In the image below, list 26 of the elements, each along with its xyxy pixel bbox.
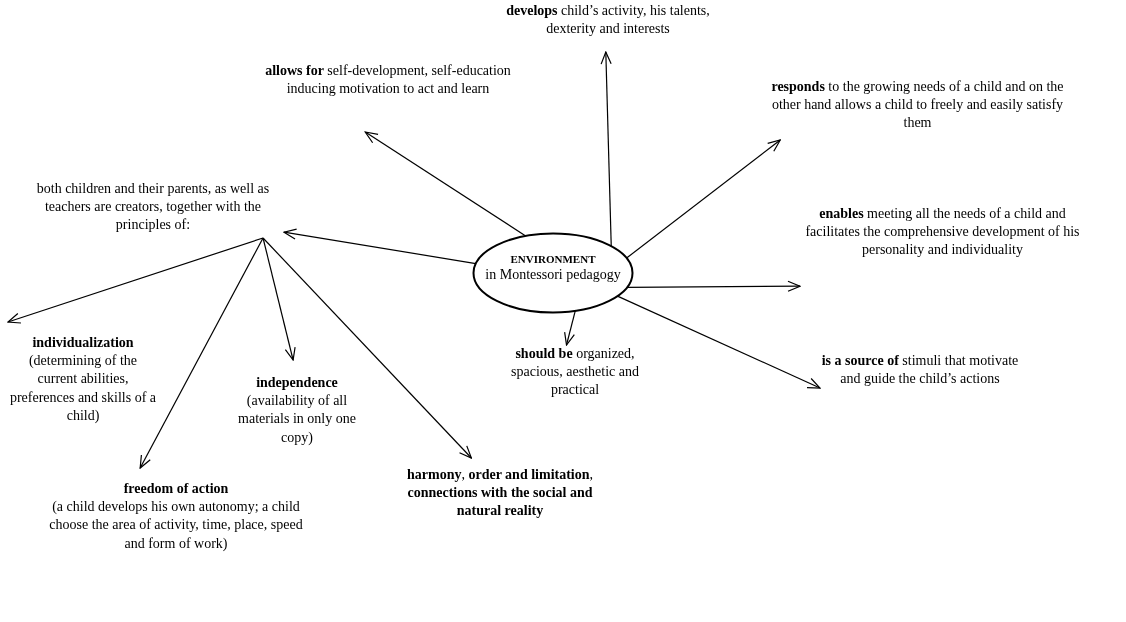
arrow <box>564 310 576 346</box>
label-text: both children and their parents, as well as teachers are creators, together with the principles of: <box>35 180 271 235</box>
label-text: is a source of stimuli that motivate and guide the child’s actions <box>820 352 1020 389</box>
arrow <box>616 295 821 389</box>
label-text: allows for self-development, self-education inducing motivation to act and learn <box>264 62 512 99</box>
arrow <box>626 139 781 259</box>
heading-text: individualization <box>31 334 135 352</box>
arrow <box>7 237 264 324</box>
heading-text: independence <box>255 374 339 392</box>
label-text: (a child develops his own autonomy; a child choose the area of activity, time, place, speed and form of work) <box>48 498 304 553</box>
arrow <box>283 228 477 265</box>
label-text: should be organized, spacious, aesthetic and practical <box>510 345 640 400</box>
label-text: enables meeting all the needs of a child and facilitates the comprehensive development of his personality and individuality <box>804 205 1081 260</box>
heading-text: freedom of action <box>122 480 230 498</box>
label-text: in Montessori pedagogy <box>484 266 622 285</box>
label-text: (availability of all materials in only one copy) <box>237 392 357 447</box>
arrow <box>364 131 527 237</box>
label-text: develops child’s activity, his talents, dexterity and interests <box>505 2 711 39</box>
arrow <box>262 237 296 361</box>
label-text: responds to the growing needs of a child and on the other hand allows a child to freely and easily satisfy them <box>770 78 1065 133</box>
arrow <box>139 237 264 469</box>
label-text: (determining of the current abilities, preferences and skills of a child) <box>8 352 158 425</box>
heading-text: ENVIRONMENT <box>509 252 597 267</box>
arrow <box>600 51 612 247</box>
label-text: harmony, order and limitation, connections with the social and natural reality <box>406 466 594 521</box>
arrow <box>262 237 472 459</box>
